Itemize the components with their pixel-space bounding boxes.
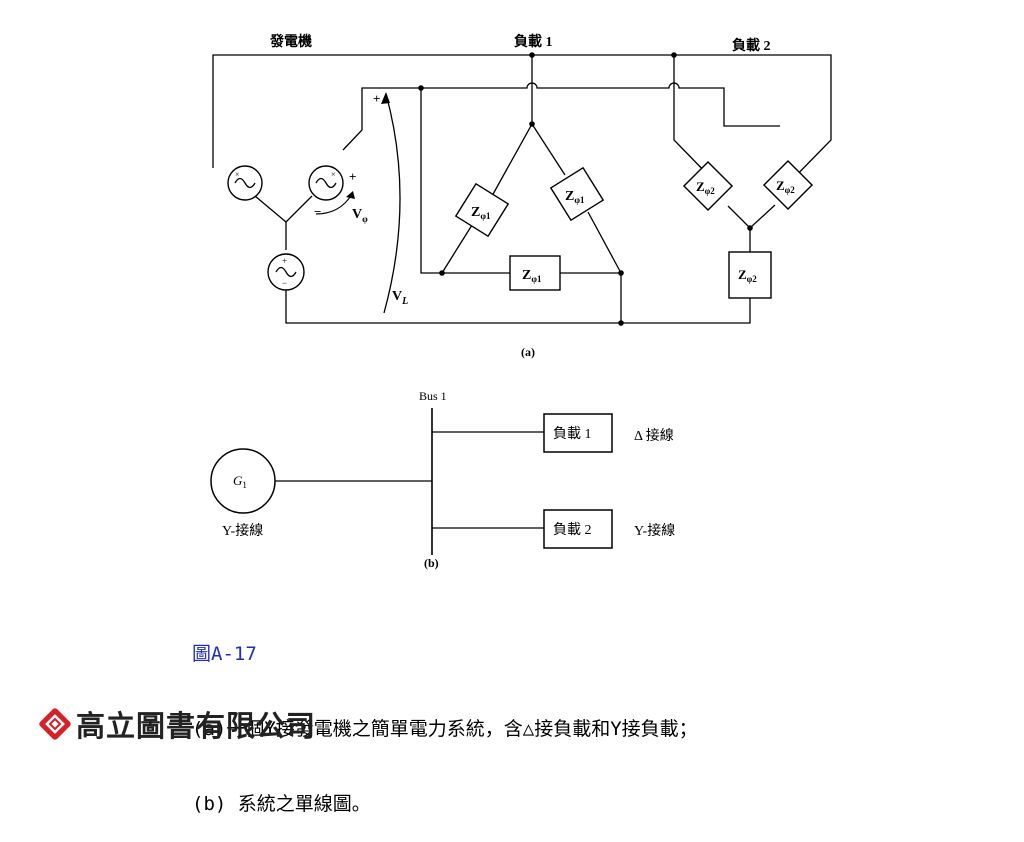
publisher-name: 高立圖書有限公司 <box>76 709 317 743</box>
y-impedance-left: Zφ2 <box>682 160 734 212</box>
v-line-arrowhead <box>381 92 390 104</box>
generator-source-left: × <box>227 165 263 201</box>
delta-impedance-right: Zφ1 <box>549 166 605 222</box>
circuit-wires <box>212 54 832 324</box>
generator-source-right: × <box>308 165 344 201</box>
svg-text:Zφ2: Zφ2 <box>738 267 757 284</box>
load1-box-label: 負載 1 <box>553 426 592 442</box>
bus-label: Bus 1 <box>419 389 447 403</box>
v-phase-arrowhead <box>346 191 355 199</box>
y-impedance-right: Zφ2 <box>762 159 814 211</box>
svg-text:×: × <box>235 170 240 179</box>
ac-wave-icon <box>234 177 256 189</box>
junction-dots <box>418 52 753 326</box>
panel-a-label: (a) <box>521 345 535 359</box>
y-impedance-bottom: Zφ2 <box>728 251 772 299</box>
publisher-logo-icon <box>39 708 71 740</box>
svg-text:Zφ2: Zφ2 <box>776 178 795 195</box>
vphi-plus-sign: + <box>349 169 356 184</box>
v-line-arrow <box>383 93 401 314</box>
svg-text:×: × <box>331 170 336 179</box>
generator-label: 發電機 <box>269 33 312 50</box>
caption-line-1: (a)一個Y接發電機之簡單電力系統，含△接負載和Y接負載； <box>192 718 698 740</box>
load1-box <box>543 413 613 453</box>
ac-wave-icon <box>275 266 297 278</box>
load2-box <box>543 509 613 549</box>
gen-connection-label: Y-接線 <box>222 522 263 539</box>
load1-label: 負載 1 <box>514 33 553 50</box>
generator-source-bottom <box>267 253 305 291</box>
bottom-source-plus-sign: + <box>282 256 287 266</box>
ac-wave-icon <box>315 177 337 189</box>
panel-b-label: (b) <box>424 556 439 570</box>
figure-id: 圖A-17 <box>192 643 257 665</box>
load1-connection-label: Δ 接線 <box>634 427 674 444</box>
svg-text:Zφ2: Zφ2 <box>696 179 715 196</box>
generator-g1: G1 <box>210 448 276 514</box>
delta-impedance-bottom: Zφ1 <box>509 255 561 291</box>
svg-text:Zφ1: Zφ1 <box>565 189 585 205</box>
load2-connection-label: Y-接線 <box>634 522 675 539</box>
one-line-wires <box>275 408 544 555</box>
bottom-source-minus-sign: − <box>282 278 287 288</box>
v-phase-label: Vφ <box>352 207 368 224</box>
vl-plus-sign: + <box>373 91 380 106</box>
delta-impedance-left: Zφ1 <box>454 182 510 238</box>
publisher-footer: 高立圖書有限公司 <box>38 704 316 744</box>
svg-text:G1: G1 <box>233 473 247 490</box>
caption-line-2: (b) 系統之單線圖。 <box>192 793 371 815</box>
svg-text:Zφ1: Zφ1 <box>522 268 542 284</box>
load2-label: 負載 2 <box>732 37 771 54</box>
vphi-minus-sign: − <box>314 204 321 219</box>
v-line-label: VL <box>392 289 408 307</box>
svg-text:Zφ1: Zφ1 <box>471 205 491 221</box>
load2-box-label: 負載 2 <box>553 522 592 538</box>
power-system-diagram: × × Zφ1 Zφ1 Zφ1 Zφ2 Zφ2 Zφ2 發電機 負載 1 <box>210 33 832 570</box>
